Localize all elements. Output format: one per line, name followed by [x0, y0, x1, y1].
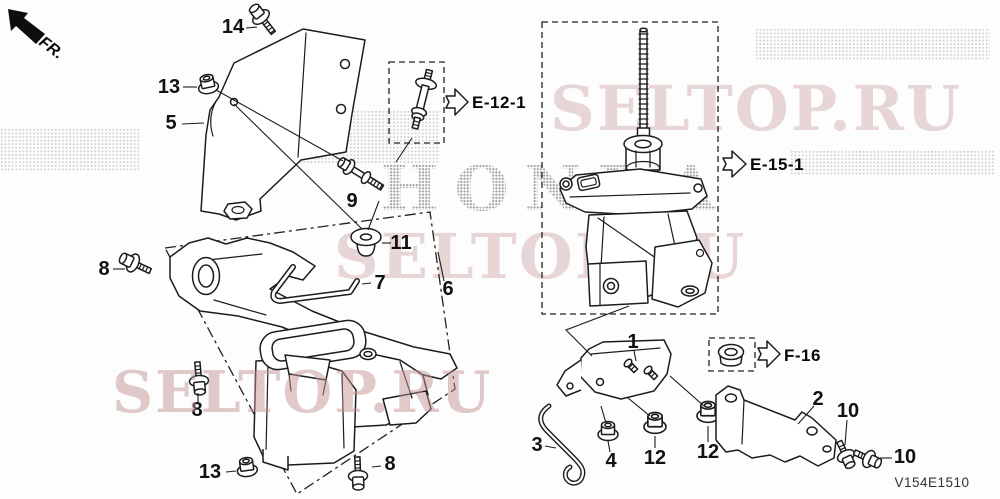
callout-12: 12: [644, 447, 666, 469]
diagram-code: V154E1510: [894, 475, 969, 490]
part-11-grommet: [350, 227, 382, 257]
callout-1: 1: [627, 331, 638, 353]
callout-7: 7: [374, 272, 385, 294]
ref-label-e-12-1: E-12-1: [472, 93, 526, 112]
tank-assembly-box: [163, 211, 456, 495]
callout-3: 3: [531, 434, 542, 456]
callout-11: 11: [390, 232, 411, 254]
ref-box-f-16: F-16: [708, 337, 821, 372]
callout-4: 4: [605, 450, 617, 472]
part-13-nut: [236, 456, 259, 478]
part-12-nut: [643, 411, 667, 435]
part-6-tank-assembly: [169, 237, 458, 471]
ref-label-f-16: F-16: [784, 346, 821, 365]
part-engine-mount-assembly: [559, 27, 713, 308]
part-4-nut: [597, 420, 619, 442]
leader-lines: [113, 26, 892, 473]
callout-2: 2: [812, 388, 823, 410]
ref-label-e-15-1: E-15-1: [750, 155, 804, 174]
front-direction-arrow: FR.: [8, 9, 66, 63]
ref-box-e-12-1: E-12-1: [388, 61, 526, 144]
callout-13: 13: [158, 76, 180, 98]
callout-14: 14: [222, 16, 245, 38]
callout-8: 8: [384, 453, 395, 475]
part-9-stud-bolt: [337, 157, 385, 191]
halftone-noise: [790, 150, 995, 176]
part-5-bracket: [200, 28, 366, 221]
part-8-bolt: [118, 252, 153, 275]
callout-5: 5: [165, 112, 176, 134]
part-stud-e12: [410, 68, 438, 130]
part-callouts: 14 13 5 9 11 7 6 8 8 13 8 3 4 12 12 1 2 …: [98, 16, 916, 483]
part-3-wire: [538, 403, 586, 486]
part-10-bolt: [836, 439, 856, 470]
part-10-bolt: [852, 449, 883, 469]
callout-8: 8: [98, 258, 109, 280]
callout-9: 9: [346, 190, 357, 212]
site-watermark: SELTOP.RU: [550, 72, 963, 145]
part-14-bolt: [248, 3, 277, 36]
callout-13: 13: [199, 461, 221, 483]
part-7-pipe: [270, 264, 360, 304]
ref-box-e-15-1: E-15-1: [541, 21, 804, 315]
site-watermark: SELTOP.RU: [112, 359, 493, 426]
part-8-bolt: [347, 456, 369, 491]
callout-10: 10: [894, 446, 916, 468]
callout-8: 8: [191, 399, 202, 421]
part-13-nut: [197, 73, 220, 95]
halftone-noise: [755, 28, 990, 60]
part-1-bracket: [556, 339, 672, 400]
part-8-bolt: [188, 361, 210, 396]
grommet-symbol: [717, 343, 745, 367]
callout-6: 6: [442, 278, 453, 300]
callout-10: 10: [837, 400, 859, 422]
halftone-noise: [0, 128, 140, 172]
part-2-bracket: [715, 385, 837, 467]
callout-12: 12: [697, 441, 719, 463]
